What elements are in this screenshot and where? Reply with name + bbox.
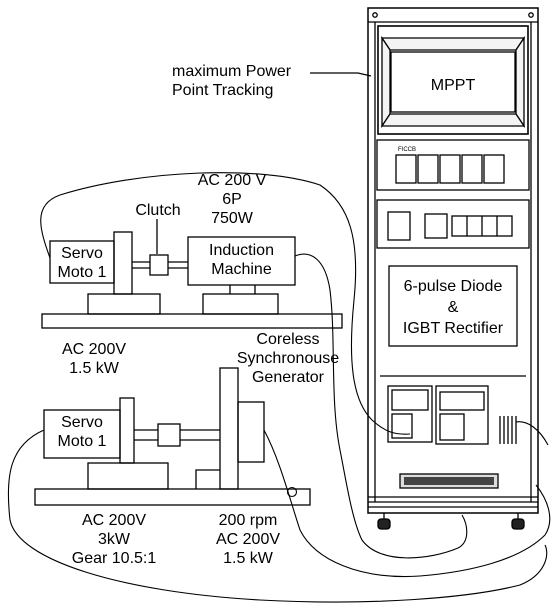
servo-lower-line-1: Servo bbox=[61, 414, 103, 431]
mppt-panel bbox=[377, 25, 529, 135]
induction-machine-label: Induction Machine bbox=[188, 241, 295, 279]
induction-rating-line-1: AC 200 V bbox=[197, 172, 267, 189]
servo-lower-rating-line-3: Gear 10.5:1 bbox=[71, 550, 157, 567]
mppt-callout-line-1: maximum Power bbox=[172, 63, 292, 80]
cables bbox=[7, 172, 551, 603]
generator-rating-line-2: AC 200V bbox=[215, 531, 281, 548]
servo-lower-rating-line-2: 3kW bbox=[98, 531, 130, 548]
control-cabinet bbox=[367, 7, 539, 530]
meter-panel: FICCB bbox=[376, 139, 530, 191]
generator-rating-line-3: 1.5 kW bbox=[223, 550, 273, 567]
terminal-block bbox=[399, 473, 499, 489]
servo-upper-rating-line-2: 1.5 kW bbox=[69, 360, 119, 377]
generator-rating-label: 200 rpm AC 200V 1.5 kW bbox=[205, 511, 291, 568]
servo-lower-label: Servo Moto 1 bbox=[48, 413, 116, 451]
cable-upper-servo bbox=[40, 172, 411, 435]
cable-generator bbox=[263, 429, 551, 578]
rectifier-line-2: & bbox=[447, 299, 459, 316]
caster-left bbox=[377, 513, 391, 530]
drive-units bbox=[380, 375, 526, 445]
mppt-panel-label: MPPT bbox=[430, 77, 476, 94]
servo-lower-line-2: Moto 1 bbox=[57, 433, 107, 450]
breaker-panel bbox=[376, 199, 530, 249]
mppt-callout-label: maximum Power Point Tracking bbox=[172, 62, 291, 100]
generator-line-2: Synchronouse bbox=[236, 350, 340, 367]
servo-upper-line-2: Moto 1 bbox=[57, 264, 107, 281]
servo-lower-rating-label: AC 200V 3kW Gear 10.5:1 bbox=[62, 511, 166, 568]
generator-rating-line-1: 200 rpm bbox=[218, 512, 278, 529]
servo-upper-line-1: Servo bbox=[61, 245, 103, 262]
induction-rating-line-3: 750W bbox=[211, 210, 253, 227]
induction-machine-line-2: Machine bbox=[211, 261, 272, 278]
lower-bench bbox=[34, 367, 311, 506]
cable-induction bbox=[294, 253, 468, 559]
rectifier-line-1: 6-pulse Diode bbox=[403, 278, 503, 295]
cable-cabinet-right bbox=[515, 421, 549, 446]
servo-upper-label: Servo Moto 1 bbox=[50, 244, 114, 282]
servo-lower-rating-line-1: AC 200V bbox=[81, 512, 147, 529]
generator-line-3: Generator bbox=[251, 369, 325, 386]
servo-upper-rating-label: AC 200V 1.5 kW bbox=[58, 340, 130, 378]
mppt-callout-line bbox=[310, 72, 372, 77]
servo-upper-rating-line-1: AC 200V bbox=[61, 341, 127, 358]
generator-line-1: Coreless bbox=[256, 331, 320, 348]
cable-lower-servo bbox=[7, 429, 548, 603]
induction-machine-line-1: Induction bbox=[209, 242, 274, 259]
upper-bench bbox=[41, 219, 343, 329]
caster-right bbox=[511, 513, 525, 530]
rectifier-line-3: IGBT Rectifier bbox=[402, 320, 504, 337]
generator-label: Coreless Synchronouse Generator bbox=[236, 330, 340, 387]
induction-rating-line-2: 6P bbox=[222, 191, 242, 208]
mppt-callout-line-2: Point Tracking bbox=[172, 82, 274, 99]
rectifier-panel-box bbox=[388, 265, 518, 347]
cable-junction bbox=[286, 486, 298, 498]
rectifier-panel-label: 6-pulse Diode & IGBT Rectifier bbox=[390, 276, 516, 339]
clutch-label: Clutch bbox=[135, 202, 181, 219]
svg-text:FICCB: FICCB bbox=[398, 147, 416, 153]
induction-rating-label: AC 200 V 6P 750W bbox=[194, 171, 270, 228]
